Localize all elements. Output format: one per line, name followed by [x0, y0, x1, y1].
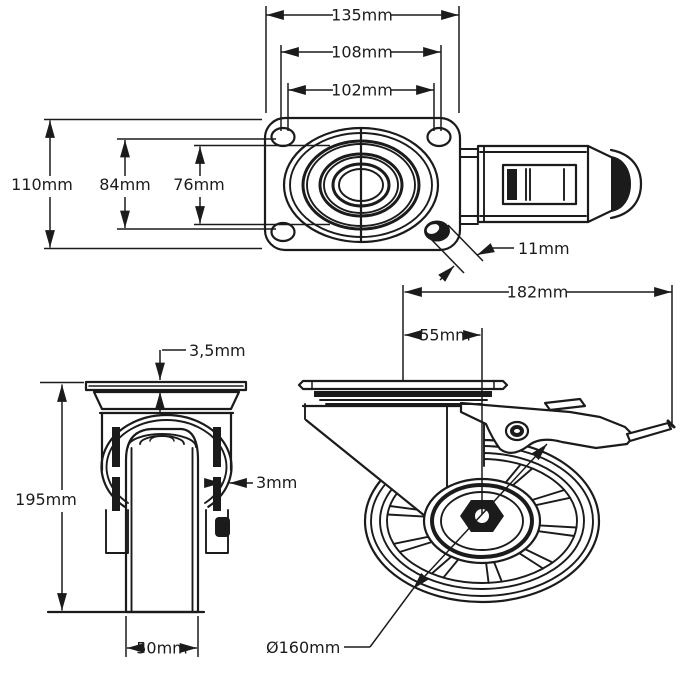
dim-bolt-pattern-width-inner-label: 76mm: [173, 175, 225, 194]
dim-plate-width-label: 110mm: [11, 175, 73, 194]
dim-plate-thickness: 3,5mm: [155, 341, 246, 412]
dim-overall-length-label: 182mm: [507, 283, 569, 302]
plate-front: [84, 380, 248, 415]
brake-pedal-top: [476, 144, 643, 224]
dimensions: 135mm 108mm 102mm 110mm 84mm: [11, 6, 673, 658]
dim-swivel-offset-label: 55mm: [419, 326, 471, 345]
bolt-hole-highlight: [426, 224, 440, 234]
pivot-bolt: [504, 420, 530, 442]
pedal-tip: [611, 156, 631, 212]
dim-wheel-diameter-label: Ø160mm: [266, 638, 340, 657]
dim-bolt-pattern-length-inner-label: 102mm: [331, 81, 393, 100]
dim-bolt-pattern-width-outer: 84mm: [99, 139, 151, 229]
dim-swivel-offset: 55mm: [404, 326, 481, 345]
dim-overall-height: 195mm: [15, 384, 77, 611]
dim-fork-thickness: 3mm: [204, 473, 297, 492]
dim-wheel-diameter: Ø160mm: [266, 443, 548, 657]
pedal-connector: [459, 148, 479, 225]
dim-bolt-pattern-length-inner: 102mm: [288, 81, 434, 100]
plate-side: [297, 379, 509, 405]
dim-bolt-hole-diameter-label: 11mm: [518, 239, 570, 258]
brake-side: [459, 397, 676, 454]
dim-wheel-width-label: 50mm: [136, 639, 188, 658]
front-view: [46, 380, 248, 614]
dim-fork-thickness-label: 3mm: [256, 473, 297, 492]
side-view: [297, 379, 676, 604]
dim-bolt-pattern-length-outer-label: 108mm: [331, 43, 393, 62]
extension-lines: [40, 6, 673, 657]
swivel-bearing-rings: [282, 126, 440, 244]
brake-release-tab: [543, 397, 587, 412]
wheel-front: [124, 427, 200, 614]
bolt-hole: [270, 221, 296, 243]
dim-bolt-hole-diameter: 11mm: [427, 224, 570, 282]
dim-plate-thickness-label: 3,5mm: [189, 341, 246, 360]
dim-plate-length: 135mm: [266, 6, 459, 25]
dim-overall-length: 182mm: [404, 283, 672, 302]
dim-bolt-pattern-width-inner: 76mm: [173, 146, 225, 224]
dim-plate-length-label: 135mm: [331, 6, 393, 25]
dim-bolt-pattern-length-outer: 108mm: [281, 43, 441, 62]
pedal-tread: [501, 163, 578, 206]
dim-bolt-pattern-width-outer-label: 84mm: [99, 175, 151, 194]
bolt-hole: [270, 126, 296, 148]
fork-front: [100, 411, 233, 554]
bolt-hole: [426, 126, 452, 148]
dim-overall-height-label: 195mm: [15, 490, 77, 509]
mounting-plate-top: [263, 116, 462, 252]
brake-lever: [625, 421, 673, 443]
dim-plate-width: 110mm: [11, 120, 73, 248]
dim-wheel-width: 50mm: [126, 639, 198, 658]
top-view: [263, 116, 643, 252]
brake-tab-front: [215, 517, 230, 537]
